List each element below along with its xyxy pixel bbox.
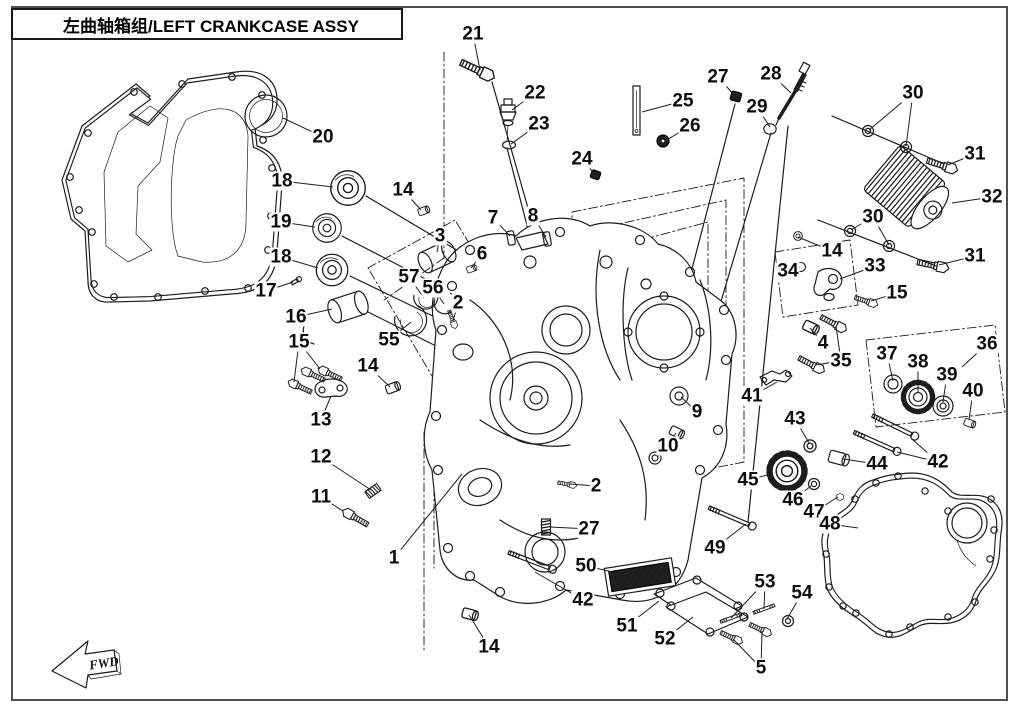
oil-filter-32 (863, 145, 950, 230)
part-callout-31: 31 (963, 143, 987, 165)
part-callout-9: 9 (690, 401, 704, 423)
part-callout-14: 14 (356, 355, 380, 377)
part-sensor-22 (499, 98, 517, 142)
part-callout-27: 27 (577, 518, 601, 540)
part-callout-28: 28 (759, 63, 783, 85)
part-dowel-8 (542, 231, 552, 247)
small-parts (286, 56, 978, 647)
part-callout-2: 2 (589, 475, 603, 497)
crankcase-body-1 (423, 217, 737, 604)
sleeve-16 (327, 290, 369, 324)
part-callout-19: 19 (269, 211, 293, 233)
part-callout-18: 18 (269, 246, 293, 268)
part-callout-50: 50 (574, 555, 598, 577)
part-callout-48: 48 (818, 513, 842, 535)
part-callout-37: 37 (875, 343, 899, 365)
part-callout-32: 32 (980, 186, 1004, 208)
left-gasket-20 (61, 70, 288, 303)
part-callout-21: 21 (461, 23, 485, 45)
part-plug-44 (827, 449, 851, 467)
part-callout-20: 20 (311, 126, 335, 148)
part-callout-14: 14 (477, 636, 501, 658)
part-callout-27: 27 (706, 66, 730, 88)
screw-17 (290, 276, 303, 286)
part-callout-42: 42 (571, 589, 595, 611)
title-box: 左曲轴箱组/LEFT CRANKCASE ASSY (11, 8, 403, 40)
part-nut-26 (656, 134, 670, 148)
part-callout-42: 42 (926, 451, 950, 473)
part-callout-30: 30 (901, 82, 925, 104)
part-bracket-13 (314, 378, 348, 398)
part-callout-16: 16 (284, 306, 308, 328)
part-callout-31: 31 (963, 245, 987, 267)
part-callout-10: 10 (656, 435, 680, 457)
part-callout-38: 38 (906, 351, 930, 373)
part-callout-46: 46 (781, 489, 805, 511)
part-callout-33: 33 (863, 255, 887, 277)
part-callout-29: 29 (745, 96, 769, 118)
part-callout-22: 22 (523, 82, 547, 104)
part-callout-1: 1 (387, 547, 401, 569)
part-callout-34: 34 (776, 260, 800, 282)
part-callout-15: 15 (287, 331, 311, 353)
part-strip-25 (632, 85, 641, 136)
part-dipstick-28 (775, 61, 811, 126)
part-callout-53: 53 (753, 571, 777, 593)
part-callout-4: 4 (816, 332, 830, 354)
part-bracket-41 (759, 369, 793, 386)
leader-line-1 (393, 473, 463, 559)
part-callout-57: 57 (397, 266, 421, 288)
part-cap-54 (781, 614, 795, 628)
part-callout-25: 25 (671, 90, 695, 112)
part-callout-3: 3 (433, 225, 447, 247)
part-callout-40: 40 (961, 380, 985, 402)
part-plug-9 (669, 386, 689, 406)
part-bushing-55 (394, 305, 428, 337)
part-callout-13: 13 (309, 409, 333, 431)
part-callout-54: 54 (790, 582, 814, 604)
fwd-arrow: FWD (51, 640, 122, 689)
part-callout-41: 41 (740, 385, 764, 407)
part-callout-14: 14 (820, 240, 844, 262)
part-callout-14: 14 (391, 179, 415, 201)
part-callout-7: 7 (486, 207, 500, 229)
part-callout-56: 56 (421, 277, 445, 299)
part-dowel-7 (506, 230, 516, 246)
part-callout-49: 49 (703, 537, 727, 559)
part-callout-5: 5 (754, 657, 768, 679)
part-callout-17: 17 (254, 280, 278, 302)
page-border (11, 6, 1008, 701)
part-callout-39: 39 (935, 364, 959, 386)
part-callout-26: 26 (678, 115, 702, 137)
part-washer-23 (501, 140, 517, 150)
part-callout-2: 2 (451, 292, 465, 314)
part-callout-24: 24 (570, 148, 594, 170)
part-roller-3 (417, 240, 457, 274)
part-callout-45: 45 (736, 469, 760, 491)
part-callout-8: 8 (526, 205, 540, 227)
part-callout-15: 15 (885, 282, 909, 304)
part-callout-23: 23 (527, 113, 551, 135)
part-callout-12: 12 (309, 446, 333, 468)
part-callout-36: 36 (975, 333, 999, 355)
page-title: 左曲轴箱组/LEFT CRANKCASE ASSY (63, 16, 359, 36)
part-callout-52: 52 (653, 628, 677, 650)
fwd-label: FWD (87, 653, 120, 673)
part-nut-10b (648, 451, 662, 465)
part-lever-33 (813, 267, 843, 302)
part-callout-18: 18 (270, 170, 294, 192)
part-strainer-50 (603, 557, 677, 597)
part-callout-30: 30 (861, 206, 885, 228)
part-callout-55: 55 (377, 329, 401, 351)
part-callout-44: 44 (865, 453, 889, 475)
part-callout-43: 43 (783, 408, 807, 430)
part-callout-6: 6 (475, 243, 489, 265)
right-gasket-48 (821, 472, 1003, 638)
part-callout-35: 35 (829, 350, 853, 372)
part-callout-11: 11 (309, 486, 333, 508)
part-callout-51: 51 (615, 615, 639, 637)
